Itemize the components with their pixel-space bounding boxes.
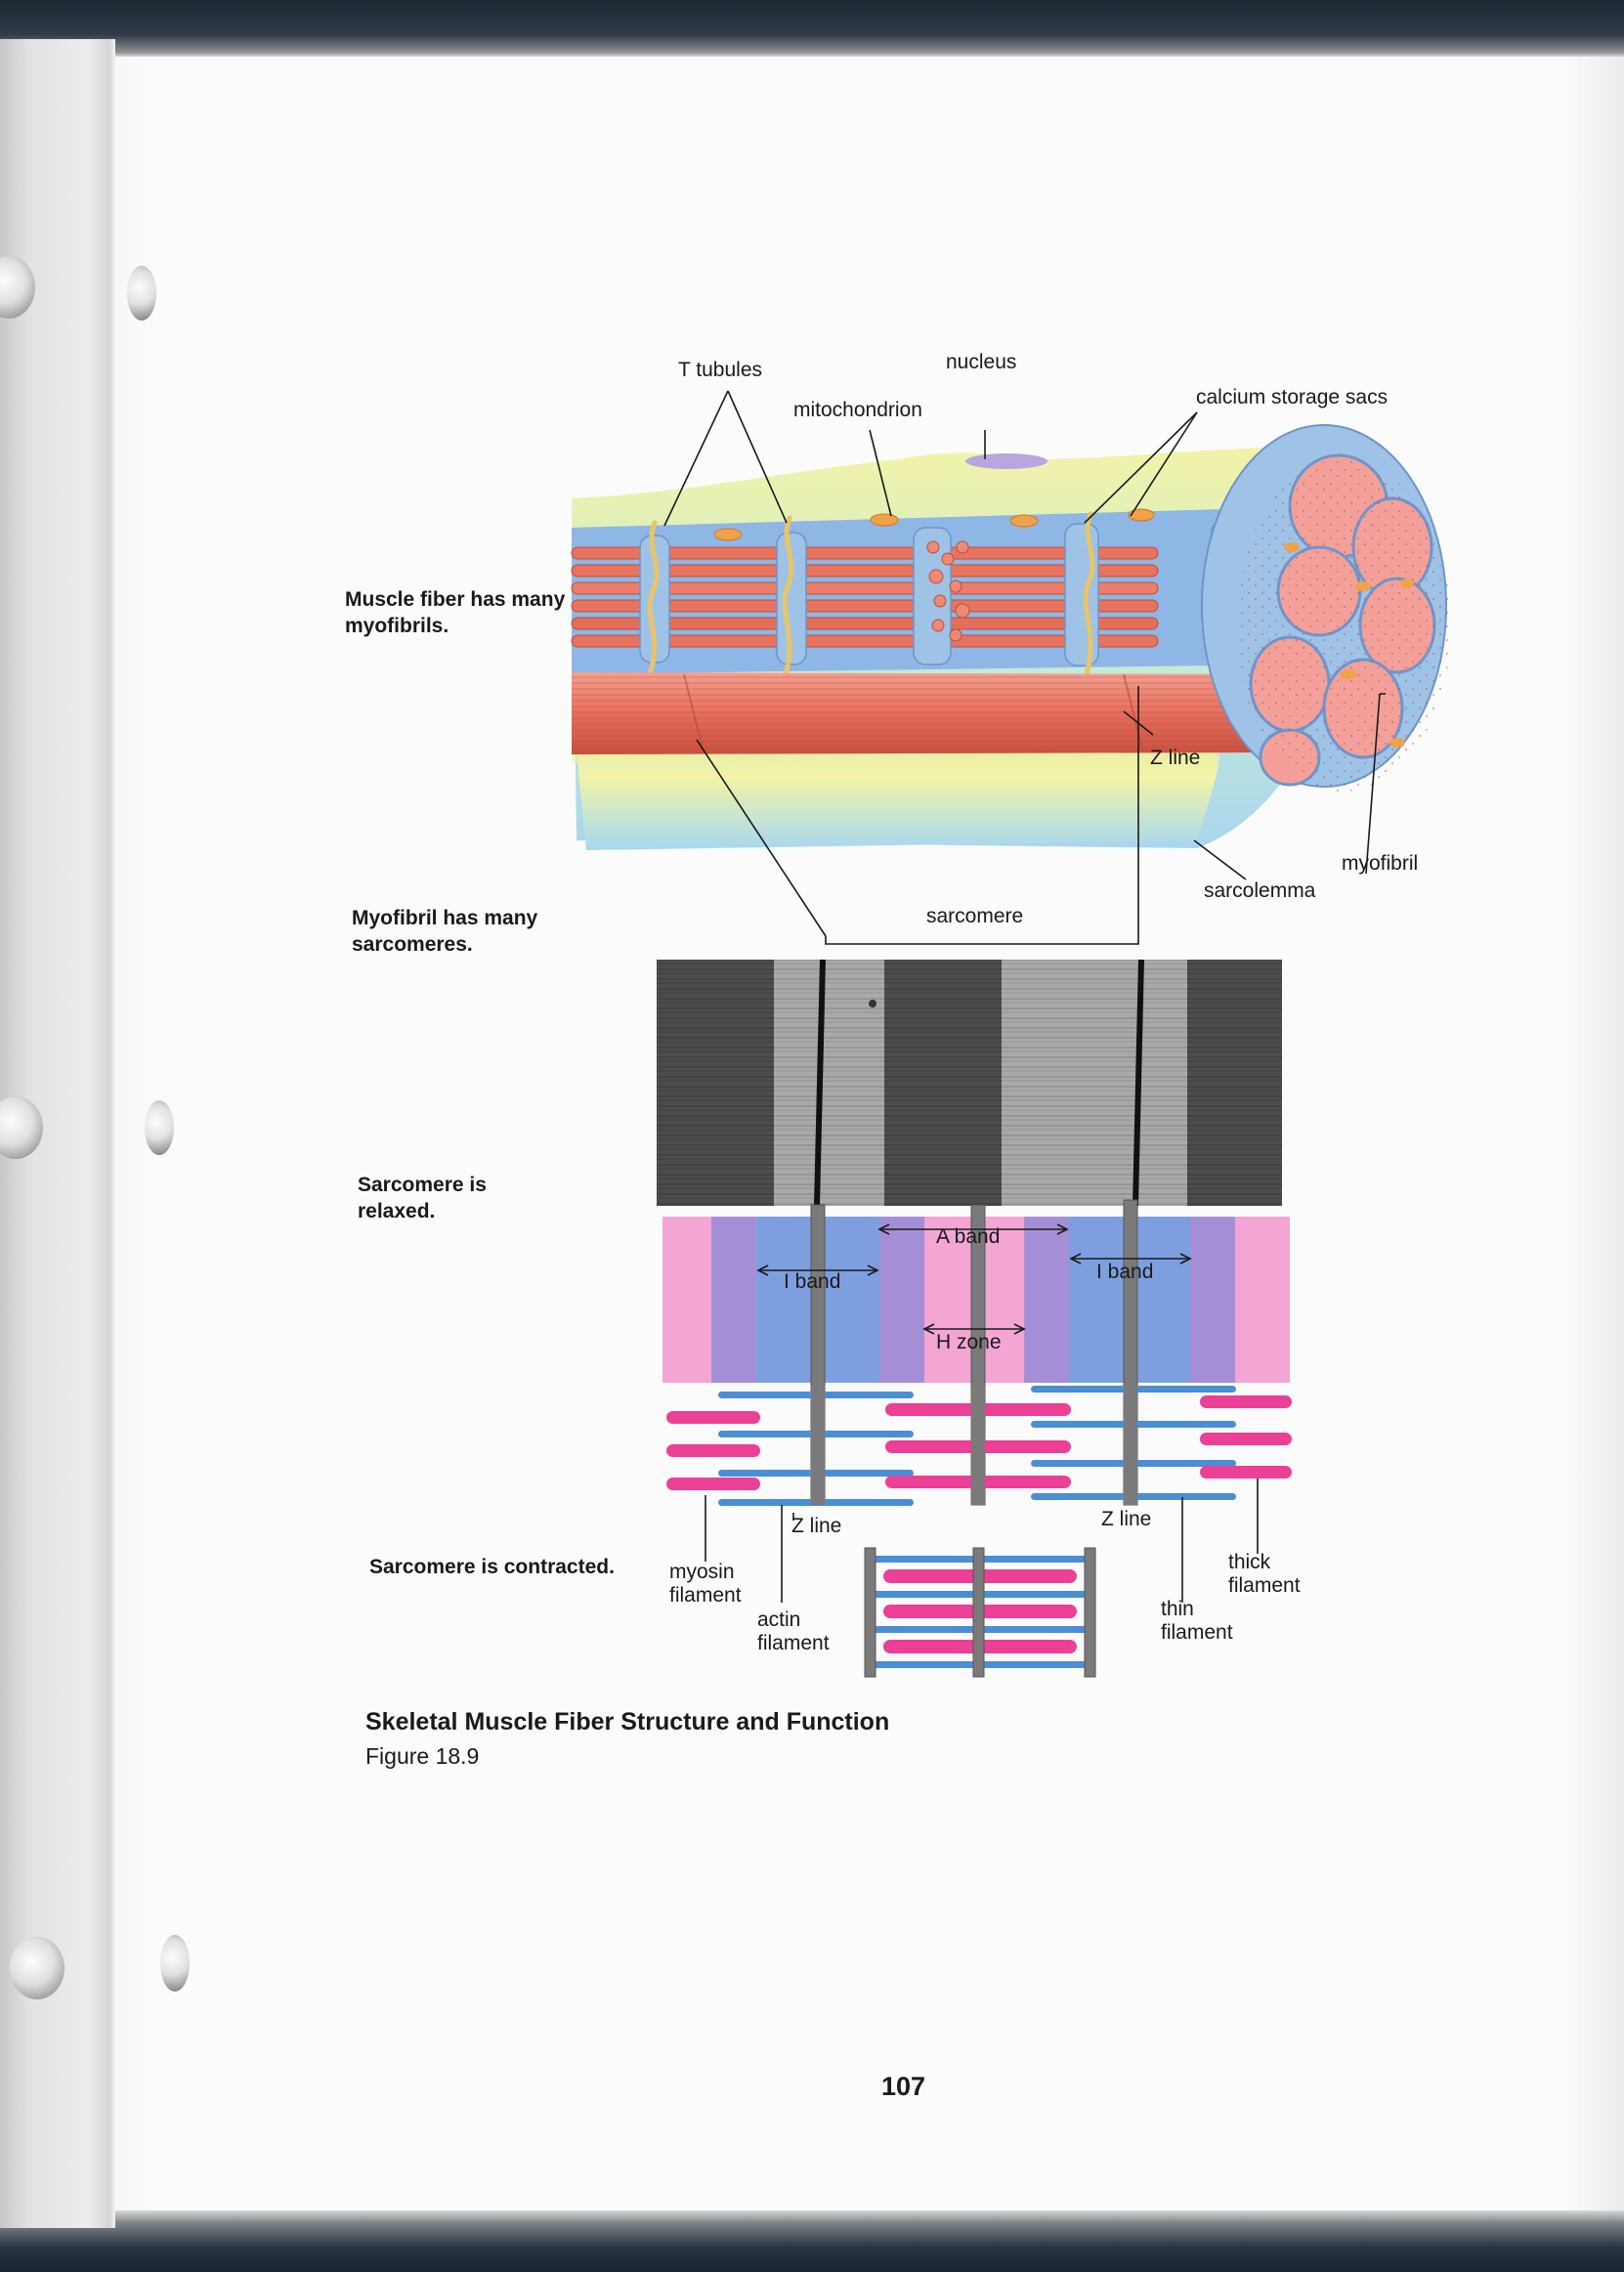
- page-number: 107: [881, 2072, 926, 2101]
- electron-micrograph: [657, 959, 1282, 1207]
- muscle-fiber: [571, 424, 1451, 850]
- fiber-cross-section: [1201, 424, 1451, 792]
- figure-caption-title: Skeletal Muscle Fiber Structure and Func…: [365, 1708, 890, 1736]
- binder-hole-icon: [145, 1100, 174, 1155]
- scan-bottom-edge: [0, 2210, 1624, 2272]
- myofibril-bundles: [571, 546, 1159, 648]
- mitochondrion-label: mitochondrion: [793, 399, 922, 421]
- z-line-right-label: Z line: [1101, 1508, 1151, 1530]
- band-arrows: [756, 1223, 1192, 1335]
- relaxed-filaments: [666, 1386, 1292, 1506]
- nucleus-label: nucleus: [946, 351, 1016, 373]
- z-line-fiber-label: Z line: [1150, 747, 1200, 769]
- nucleus-cluster: [926, 540, 970, 642]
- binder-hole-icon: [0, 1096, 43, 1159]
- myofibril-cylinder: [572, 672, 1270, 754]
- mitochondria: [713, 508, 1155, 541]
- h-zone-label: H zone: [936, 1331, 1002, 1353]
- i-band-left-label: I band: [784, 1270, 840, 1293]
- sarcomere-bracket: [696, 686, 1139, 945]
- scan-top-edge: [0, 0, 1624, 57]
- a-band-label: A band: [936, 1225, 1000, 1248]
- contracted-sarcomere: [864, 1547, 1096, 1678]
- contracted-side-label: Sarcomere is contracted.: [369, 1556, 615, 1578]
- z-line-left-label: Z line: [791, 1515, 841, 1537]
- t-tubules-label: T tubules: [678, 359, 762, 381]
- relaxed-side-label: Sarcomere is relaxed.: [358, 1174, 487, 1222]
- filament-leader-lines: [705, 1479, 1259, 1603]
- binder-hole-icon: [10, 1937, 64, 1999]
- relaxed-sarcomere-bands: [662, 1199, 1290, 1506]
- myofibril-label: myofibril: [1342, 852, 1418, 875]
- binder-hole-icon: [160, 1935, 190, 1992]
- myofibril-side-label: Myofibril has many sarcomeres.: [352, 907, 538, 956]
- binder-hole-icon: [127, 266, 156, 321]
- i-band-right-label: I band: [1096, 1261, 1153, 1283]
- calcium-storage-sacs-label: calcium storage sacs: [1196, 386, 1388, 408]
- muscle-fiber-side-label: Muscle fiber has many myofibrils.: [345, 588, 566, 637]
- sarcomere-label: sarcomere: [926, 905, 1023, 927]
- figure-number: Figure 18.9: [365, 1743, 480, 1769]
- nucleus: [965, 453, 1047, 469]
- sarcolemma-label: sarcolemma: [1204, 879, 1316, 902]
